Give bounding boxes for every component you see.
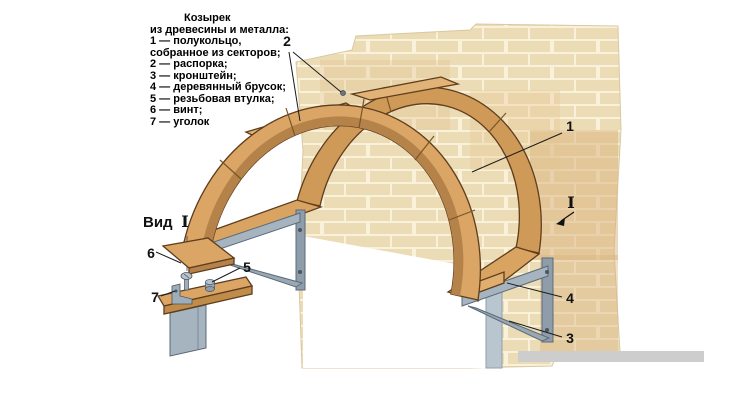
bolt [545, 328, 549, 332]
bracket-right-brace [467, 305, 551, 342]
bolt [298, 270, 302, 274]
callout-6: 6 [147, 245, 155, 261]
legend-item: собранное из секторов; [150, 46, 281, 59]
view-label: Вид [143, 214, 173, 231]
detail-post [169, 304, 207, 357]
bolt [298, 228, 302, 232]
legend-title-line1: Козырек [184, 12, 231, 24]
legend-title-line2: из древесины и металла: [150, 23, 289, 36]
bolt [545, 270, 549, 274]
detail-view [156, 236, 254, 357]
detail-wedge-front [188, 257, 235, 275]
view-section-mark: I [181, 212, 188, 231]
doorway [303, 236, 488, 368]
spacer-top [349, 76, 461, 101]
bracket-right-arm [461, 265, 549, 307]
screw [180, 272, 193, 291]
threaded-bushing [205, 279, 215, 292]
callout-2: 2 [283, 33, 291, 49]
callout-7: 7 [151, 289, 159, 305]
bracket-right-plate [541, 257, 554, 343]
shadow-strip [518, 351, 704, 362]
leader-7 [160, 290, 176, 297]
corner-angle [171, 283, 193, 305]
leader-2a [292, 51, 342, 93]
legend-item: 4 — деревянный брусок; [150, 81, 286, 93]
legend-item: 7 — уголок [150, 115, 210, 128]
legend-item: 1 — полукольцо, [150, 35, 242, 47]
wall-patch [530, 130, 618, 260]
legend: Козырек из древесины и металла: 1 — полу… [150, 12, 300, 128]
callout-1: 1 [566, 118, 574, 134]
leader-4 [506, 282, 563, 298]
legend-item: 6 — винт; [150, 104, 203, 116]
rear-ring-joint [488, 112, 507, 133]
spacer-screw [340, 90, 346, 96]
bracket-right [461, 257, 554, 343]
section-mark: I [567, 193, 574, 212]
leader-5 [211, 267, 241, 283]
legend-item: 2 — распорка; [150, 58, 228, 70]
callout-5: 5 [243, 259, 251, 275]
section-arrowhead [556, 218, 565, 226]
legend-item: 5 — резьбовая втулка; [150, 92, 275, 105]
detail-board-front [163, 285, 253, 315]
front-ring-joints [219, 98, 476, 221]
leader-1 [471, 132, 563, 173]
leader-6 [155, 251, 182, 264]
legend-item: 3 — кронштейн; [150, 69, 237, 82]
leader-3 [508, 320, 563, 338]
leader-lines [155, 51, 563, 338]
leader-2b [288, 51, 301, 122]
callout-4: 4 [566, 290, 574, 306]
bracket-left-plate [295, 209, 306, 291]
callout-3: 3 [566, 330, 574, 346]
